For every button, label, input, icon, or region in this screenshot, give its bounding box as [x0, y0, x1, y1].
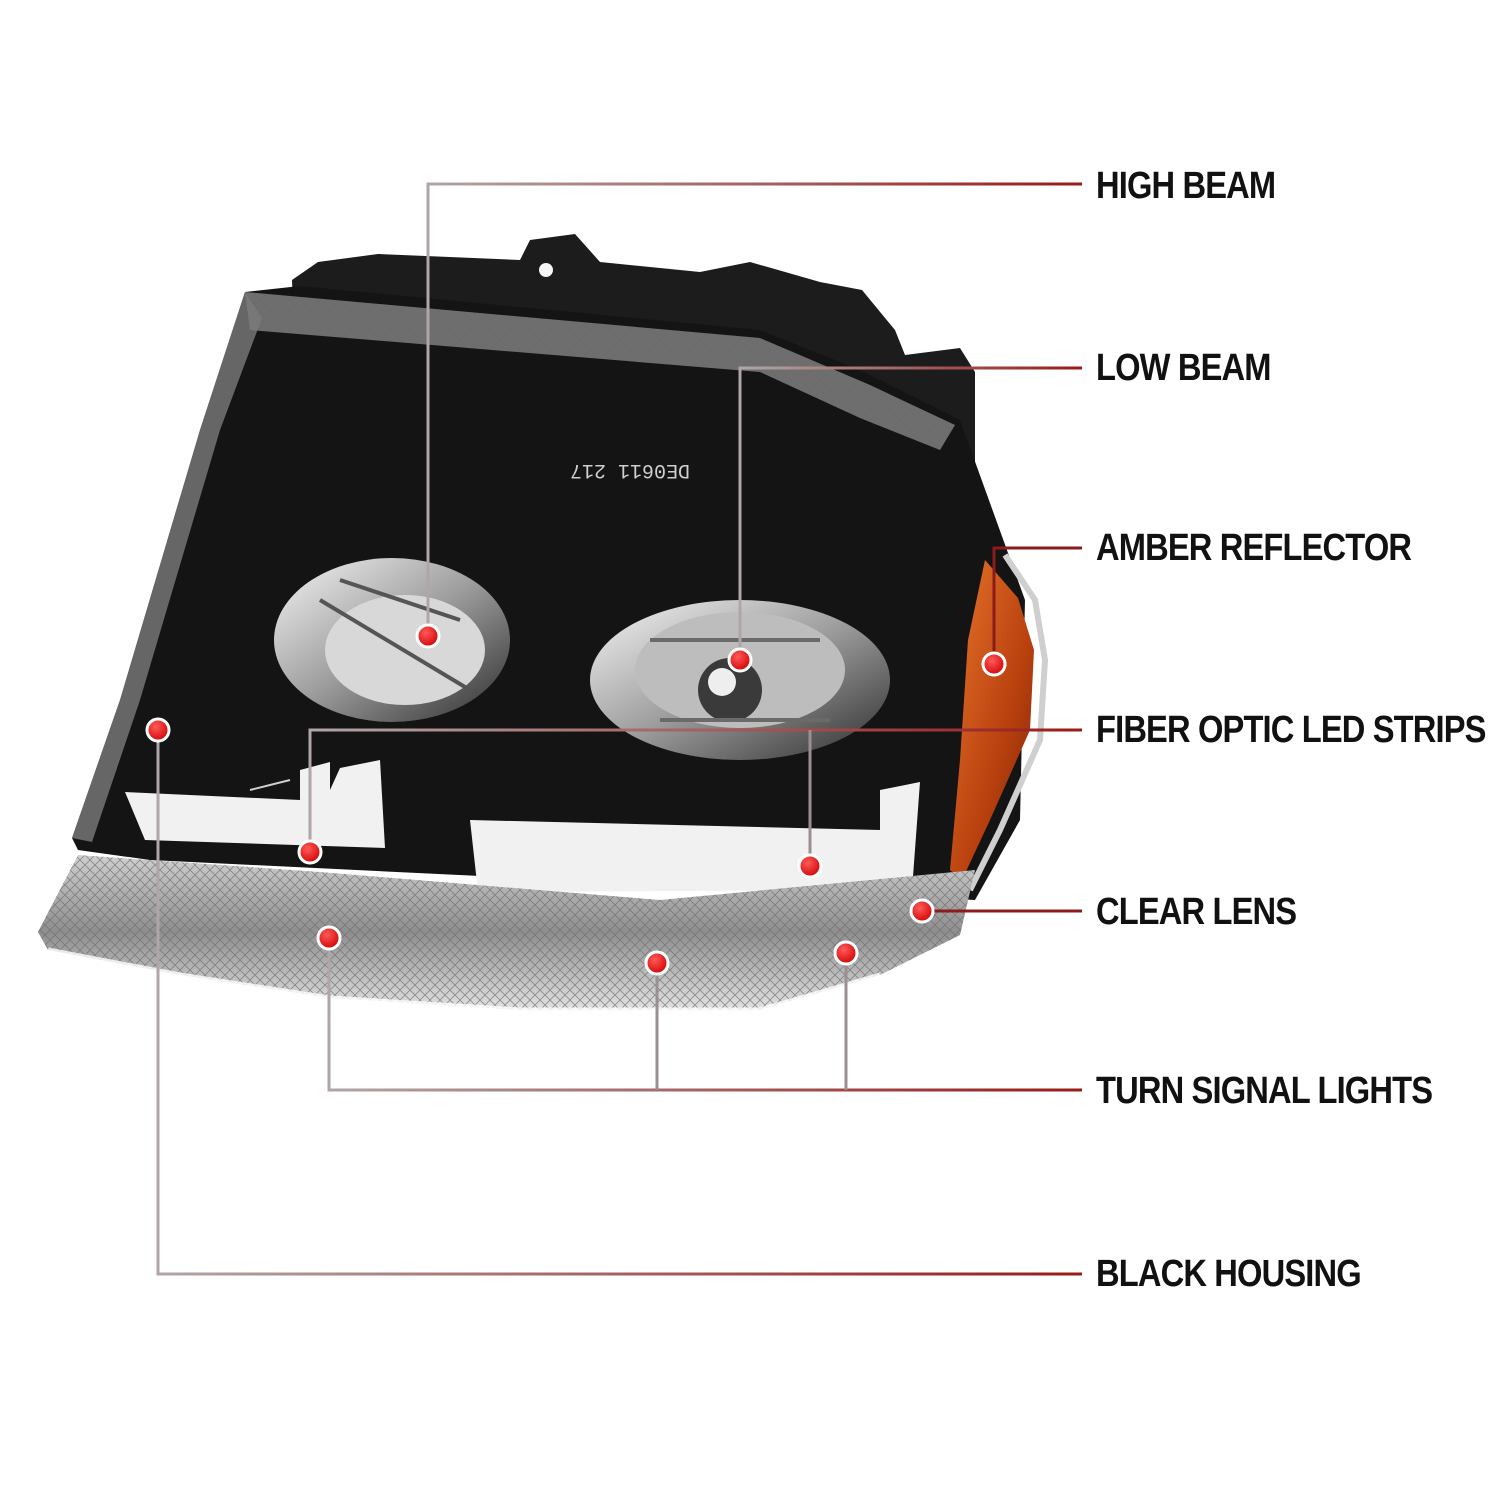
outer-lens-frame	[72, 292, 262, 842]
label-clear-lens: CLEAR LENS	[1096, 891, 1297, 933]
marker-black-housing	[145, 717, 171, 743]
label-high-beam: HIGH BEAM	[1096, 165, 1276, 207]
clear-lower-lens	[38, 855, 975, 1013]
label-turn-signal: TURN SIGNAL LIGHTS	[1096, 1070, 1433, 1112]
high-beam-reflector	[274, 558, 510, 722]
label-fiber-optic: FIBER OPTIC LED STRIPS	[1096, 709, 1486, 751]
marker-turn-signal-1	[316, 925, 342, 951]
marker-low-beam	[727, 647, 753, 673]
label-low-beam: LOW BEAM	[1096, 347, 1272, 389]
marker-high-beam	[415, 623, 441, 649]
label-amber-reflector: AMBER REFLECTOR	[1096, 527, 1412, 569]
leader-low-beam	[738, 366, 1082, 660]
marker-fiber-optic-1	[297, 839, 323, 865]
amber-reflector	[950, 553, 1049, 892]
label-black-housing: BLACK HOUSING	[1096, 1253, 1362, 1295]
marker-fiber-optic-2	[797, 853, 823, 879]
marker-turn-signal-3	[833, 940, 859, 966]
marker-amber-reflector	[981, 651, 1007, 677]
leader-black-housing	[156, 730, 1082, 1276]
leader-turn-signal	[327, 938, 1082, 1092]
leader-fiber-optic	[308, 728, 1082, 852]
housing-stamp: DE0611 217	[570, 458, 690, 481]
leader-high-beam	[426, 182, 1082, 636]
upper-lens-strip	[245, 292, 955, 450]
marker-dots	[145, 623, 1007, 976]
leader-lines	[156, 182, 1082, 1276]
marker-clear-lens	[909, 898, 935, 924]
marker-turn-signal-2	[644, 950, 670, 976]
leader-amber-reflector	[992, 546, 1082, 664]
